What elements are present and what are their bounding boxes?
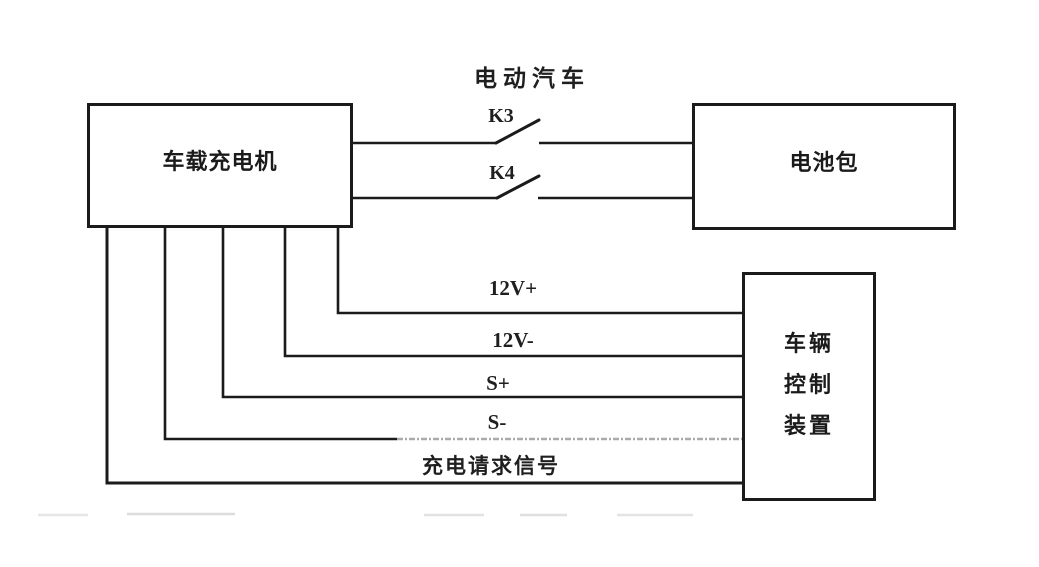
k4-switch-blade	[495, 174, 541, 200]
k3-switch-blade	[494, 118, 541, 145]
battery-pack-box: 电池包	[692, 103, 956, 230]
wire-s-plus	[221, 228, 743, 399]
onboard-charger-label: 车载充电机	[162, 148, 278, 174]
switch-k3-label: K3	[488, 105, 514, 127]
wire-label-12v-minus: 12V-	[492, 328, 534, 352]
wire-label-charge-request: 充电请求信号	[422, 454, 560, 478]
vehicle-control-label-line1: 车辆	[783, 331, 834, 356]
wire-charge-request	[105, 228, 743, 485]
wire-label-s-plus: S+	[486, 371, 510, 395]
wire-12v-plus	[336, 228, 743, 315]
wire-label-s-minus: S-	[487, 410, 507, 434]
switch-k4-label: K4	[489, 162, 515, 184]
wire-12v-minus	[283, 228, 743, 358]
wire-s-minus-solid	[163, 228, 397, 441]
battery-pack-label: 电池包	[789, 149, 859, 175]
vehicle-control-box: 车辆 控制 装置	[742, 272, 876, 501]
vehicle-control-label-line3: 装置	[783, 413, 834, 438]
onboard-charger-box: 车载充电机	[87, 103, 353, 228]
wire-label-12v-plus: 12V+	[488, 276, 538, 300]
diagram-title: 电动汽车	[474, 66, 590, 91]
vehicle-control-label-line2: 控制	[783, 372, 834, 397]
